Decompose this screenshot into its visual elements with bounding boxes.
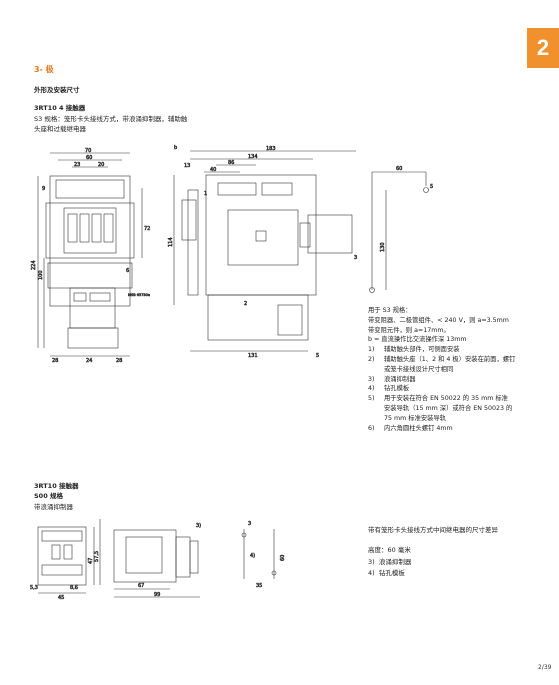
label-6: 6	[126, 268, 129, 274]
chapter-tab: 2	[527, 28, 559, 68]
block1-desc-line2: 头座和过载继电器	[34, 125, 86, 133]
dim-100: 100	[38, 270, 44, 280]
dim-130: 130	[380, 242, 386, 252]
dim-13: 13	[184, 163, 190, 169]
dim-114: 114	[168, 237, 174, 247]
dim-5-3: 5,3	[30, 585, 38, 591]
mounting-drawing: 60 5 130	[369, 166, 433, 293]
note-item-line: 5)用于安装在符合 EN 50022 的 35 mm 标准	[368, 395, 508, 403]
dim-45: 45	[58, 595, 64, 601]
dim-24: 24	[86, 358, 92, 364]
s00-drawings: 47 57,5 5,3 8,6 45 3) 67 99 35 60 4) 3	[30, 519, 286, 601]
label-5: 5	[430, 184, 433, 190]
dim-23: 23	[74, 162, 80, 168]
block2-desc: 带浪涌抑制器	[34, 503, 73, 511]
label-1: 1	[204, 191, 207, 197]
dim-134: 134	[248, 154, 258, 160]
notes-line-b: 带变阻元件，则 a=17mm。	[368, 326, 450, 334]
block2-model: 3RT10 接触器	[34, 482, 79, 490]
section-title: 3- 极	[34, 65, 54, 74]
page-number: 2/39	[538, 664, 552, 671]
dim-67: 67	[138, 583, 144, 589]
notes-intro: 用于 S3 规格：	[368, 307, 412, 314]
note-item-line: 或笼卡接线设计尺寸相同	[384, 365, 454, 373]
front-view-drawing: 70 60 23 20 224 100 72 28 24 28 9 6 MSB …	[31, 148, 151, 365]
dim-70: 70	[85, 148, 91, 154]
label-3: 3	[354, 255, 357, 261]
dim-28b: 28	[116, 358, 122, 364]
dim-20: 20	[98, 162, 104, 168]
note-item-line: 3)浪涌抑制器	[368, 375, 416, 383]
note-item-line: 4)钻孔模板	[368, 385, 410, 393]
block1-desc-line1: S3 规格：笼形卡头接线方式，带浪涌抑制器，辅助触	[34, 115, 188, 123]
chapter-number: 2	[536, 35, 550, 60]
dim-99: 99	[154, 592, 160, 598]
dim-86: 86	[228, 160, 234, 166]
dim-35: 35	[256, 583, 262, 589]
side-view-drawing: 183 134 86 40 b 13 114 131 5 1 2 3	[168, 145, 358, 360]
dim-40: 40	[210, 167, 216, 173]
dim-60-small: 60	[280, 555, 286, 561]
dim-28: 28	[52, 358, 58, 364]
label-3b-small: 3	[248, 521, 251, 527]
drawing-code: MSB 65730a	[128, 293, 150, 297]
dim-224: 224	[31, 260, 37, 270]
block2-size: S00 规格	[34, 492, 63, 500]
block2-notes-title: 带有笼形卡头接线方式中间继电器的尺寸差异	[368, 526, 498, 534]
block2-notes-height: 高度：60 毫米	[368, 546, 411, 554]
dim-57-5: 57,5	[94, 551, 100, 562]
note-item-line: 安装导轨（15 mm 深）或符合 EN 50023 的	[384, 404, 513, 412]
block2-note-4: 4) 钻孔模板	[368, 569, 405, 577]
label-3-small: 3)	[196, 523, 201, 529]
subtitle: 外形及安装尺寸	[34, 86, 80, 94]
notes-line-c: b = 直流操作比交流操作深 13mm	[368, 336, 467, 344]
notes-block: 用于 S3 规格： 带变阻器、二极管组件、< 240 V，则 a=3.5mm 带…	[368, 306, 548, 433]
dim-183: 183	[266, 146, 276, 152]
dim-8-6: 8,6	[70, 585, 78, 591]
dim-47: 47	[88, 558, 94, 564]
note-item-line: 1)辅助触头部件，可侧面安装	[368, 346, 460, 354]
label-2: 2	[244, 301, 247, 307]
dim-60-right: 60	[396, 166, 402, 172]
label-9: 9	[42, 186, 45, 192]
dim-131: 131	[248, 353, 258, 359]
note-item-line: 2)辅助触头座（1、2 和 4 极）安装在前面，螺钉	[368, 355, 516, 363]
block1-model: 3RT10 4 接触器	[34, 104, 86, 112]
dim-72: 72	[144, 226, 150, 232]
notes-line-a: 带变阻器、二极管组件、< 240 V，则 a=3.5mm	[368, 316, 509, 324]
label-b: b	[174, 145, 177, 151]
note-item-line: 75 mm 标准安装导轨	[384, 414, 447, 422]
note-item-line: 6)内六角圆柱头螺钉 4mm	[368, 424, 453, 432]
dim-5: 5	[316, 353, 319, 359]
label-4-small: 4)	[250, 553, 255, 559]
block2-note-3: 3) 浪涌抑制器	[368, 558, 412, 566]
dim-60: 60	[86, 155, 92, 161]
